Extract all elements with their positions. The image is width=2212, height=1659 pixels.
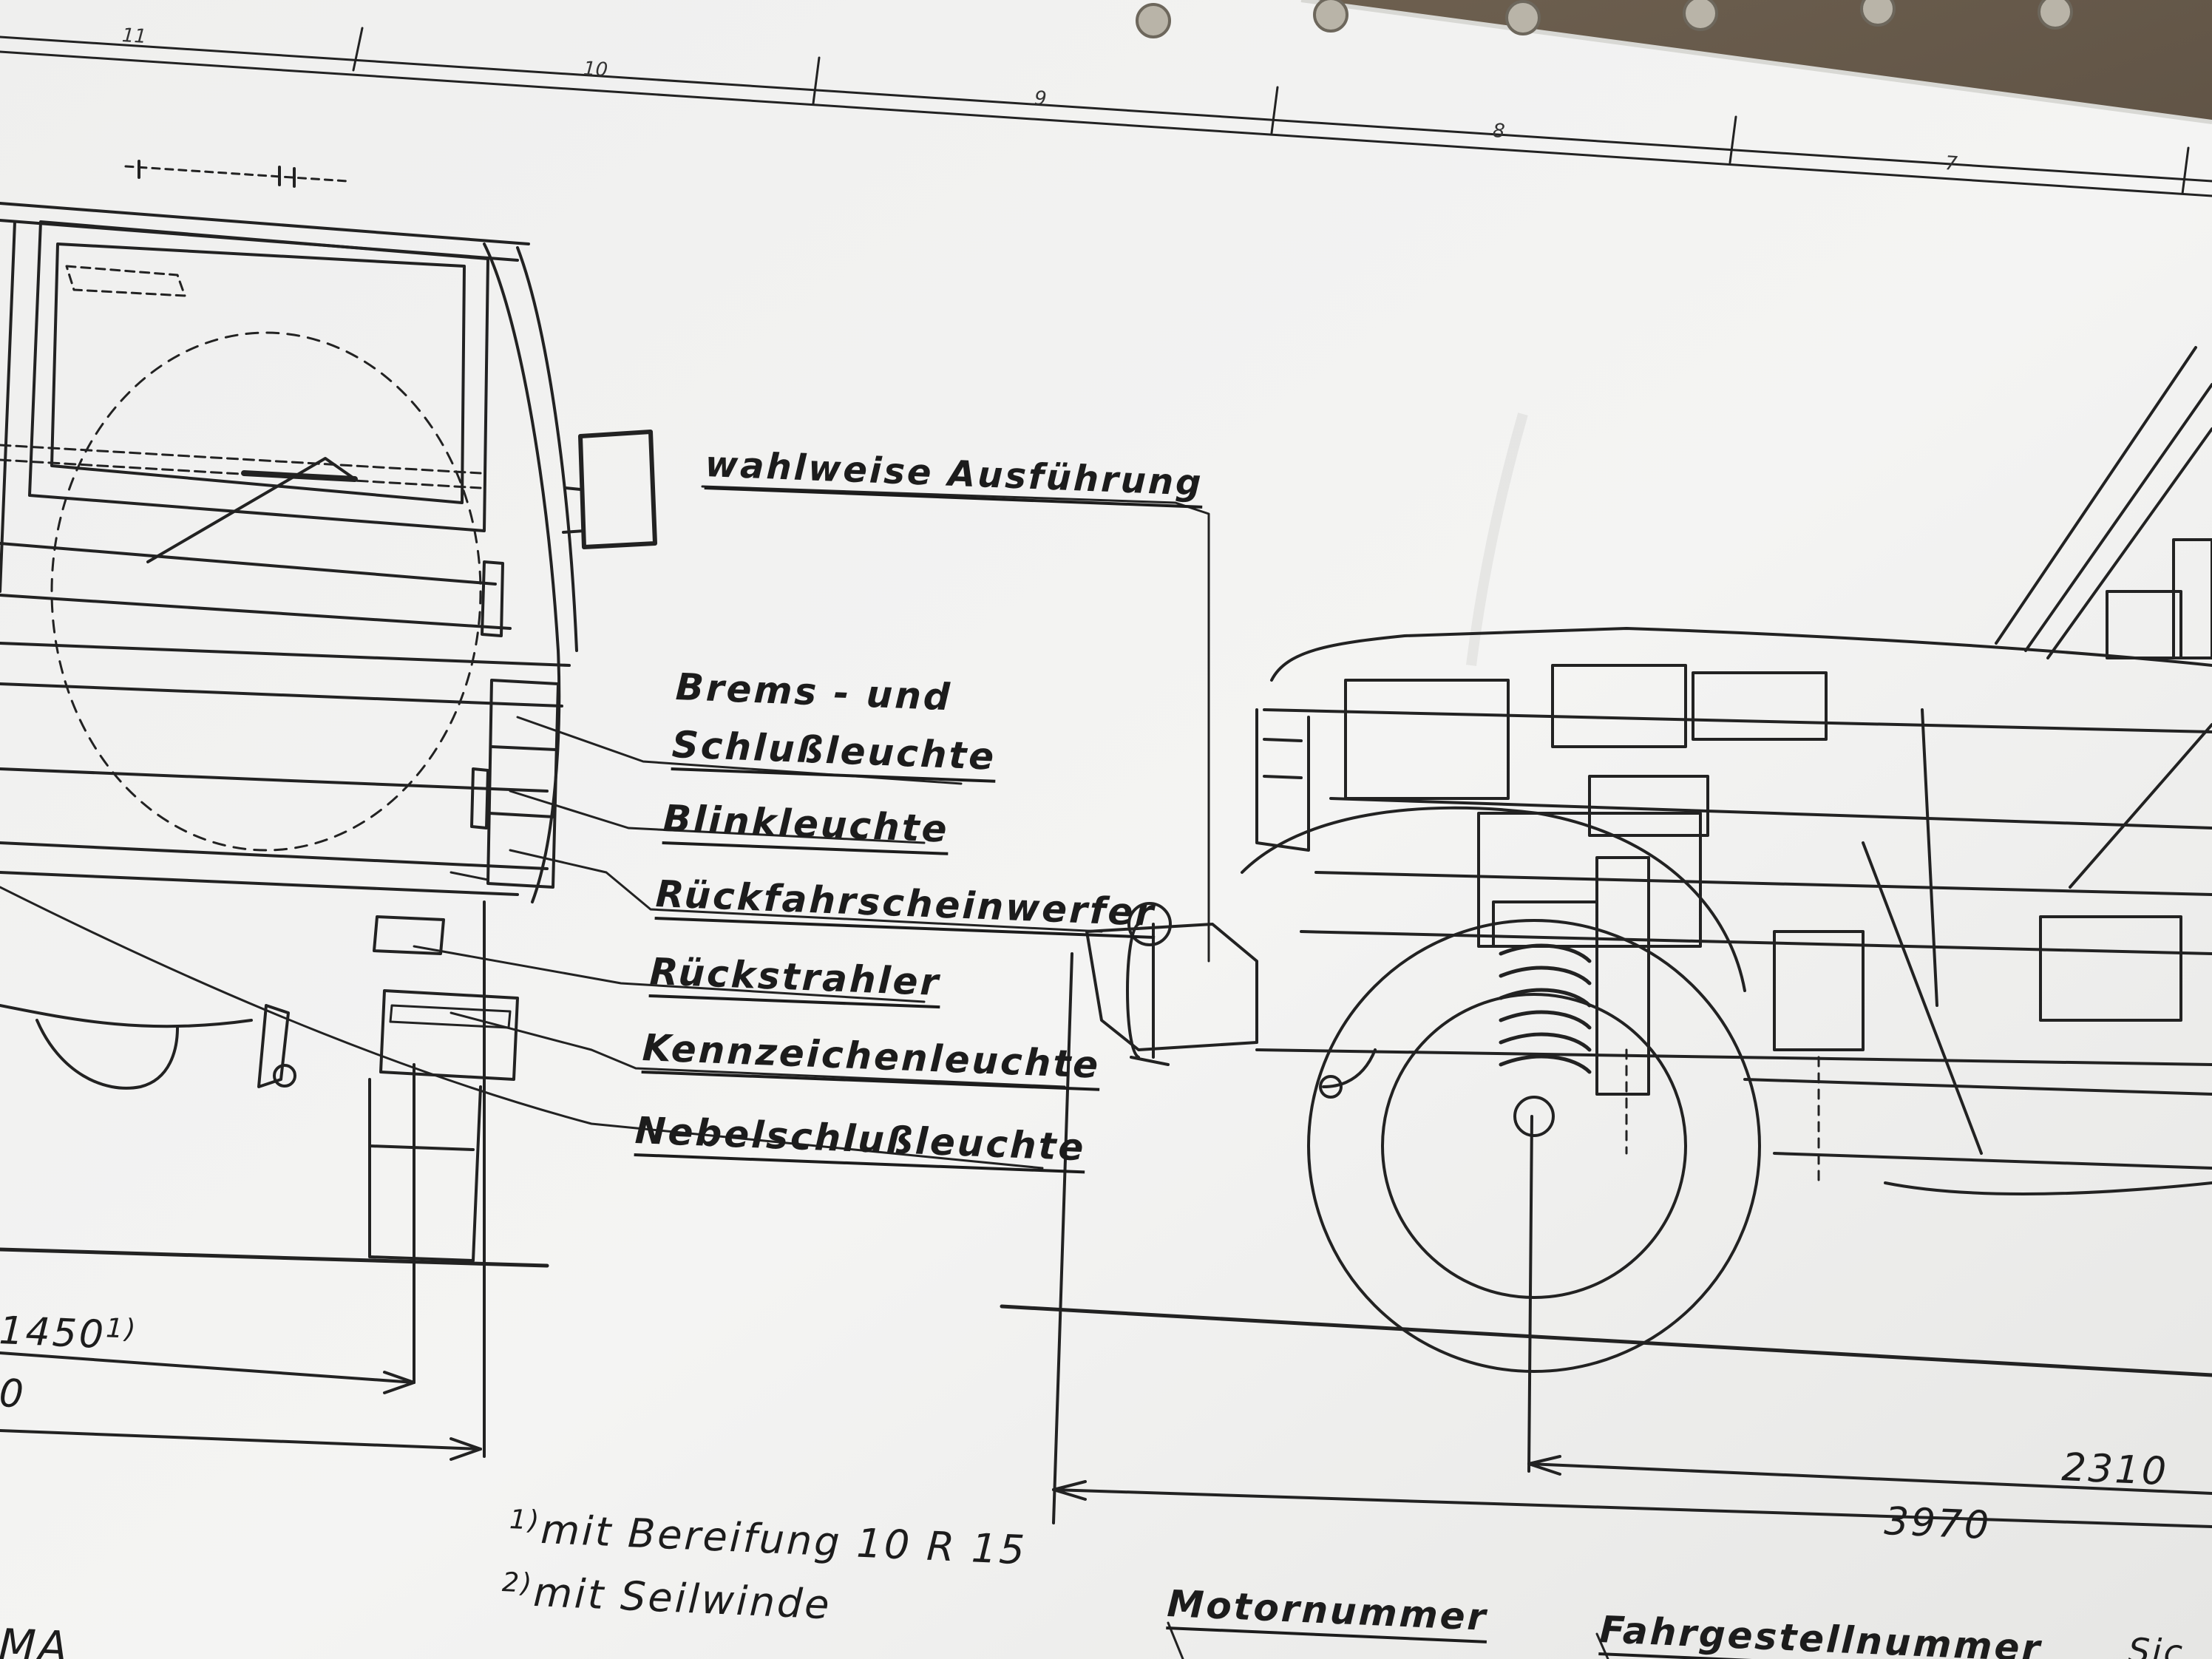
dim-overall-length: 3970 bbox=[1883, 1499, 1992, 1549]
rear-view bbox=[0, 160, 1103, 1461]
zone-number: 10 bbox=[583, 58, 609, 82]
dim-track: 14501) bbox=[0, 1309, 139, 1358]
side-view bbox=[701, 346, 2212, 1659]
title-edge-text: Sic bbox=[2127, 1630, 2186, 1659]
zone-number: 7 bbox=[1944, 152, 1958, 176]
zone-number: 11 bbox=[121, 24, 148, 49]
zone-number: 8 bbox=[1492, 120, 1506, 143]
dim-wheelbase: 2310 bbox=[2060, 1445, 2170, 1495]
dim-left-cut: 0 bbox=[0, 1371, 27, 1417]
zone-border bbox=[0, 27, 2212, 197]
title-corner-text: MA bbox=[0, 1619, 71, 1659]
zone-number: 9 bbox=[1034, 87, 1048, 111]
